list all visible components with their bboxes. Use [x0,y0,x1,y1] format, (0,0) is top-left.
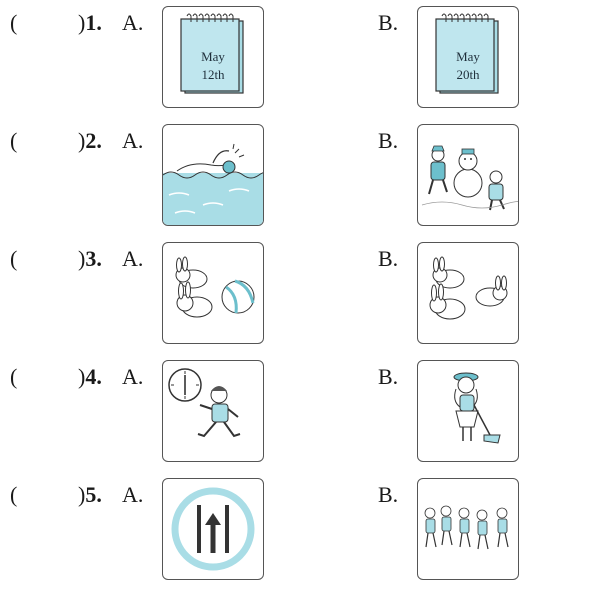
calendar-day: 12th [201,67,225,82]
question-row-3: ( )3. A. B. [0,236,590,344]
three-rabbits-picture [429,256,508,320]
answer-blank[interactable]: ( [10,482,18,507]
two-rabbits-ball-picture [175,256,255,318]
question-row-5: ( )5. A. B. [0,472,590,580]
answer-blank[interactable]: ( [10,10,18,35]
question-row-4: ( )4. A. B. [0,354,590,462]
girl-running-clock-picture [168,368,241,438]
option-a-picture[interactable] [162,242,264,344]
option-b-label: B. [378,128,399,153]
question-row-1: ( )1. A. May 12th B. May 20th [0,0,590,108]
option-a-picture[interactable] [162,360,264,462]
option-a-picture[interactable]: May 12th [162,6,264,108]
option-a-label: A. [122,128,144,153]
option-a-label: A. [122,10,144,35]
question-number: )2. [78,128,102,153]
question-number: )3. [78,246,102,271]
question-number: )5. [78,482,102,507]
option-b-picture[interactable] [417,124,519,226]
option-b-label: B. [378,482,399,507]
girl-sweeping-picture [453,372,501,444]
calendar-icon [435,13,499,94]
option-b-picture[interactable] [417,242,519,344]
children-line-picture [424,505,509,550]
option-b-picture[interactable]: May 20th [417,6,519,108]
answer-blank[interactable]: ( [10,364,18,389]
option-b-picture[interactable] [417,478,519,580]
option-a-label: A. [122,482,144,507]
question-row-2: ( )2. A. B. [0,118,590,226]
option-a-picture[interactable] [162,124,264,226]
snowman-kids-picture [421,145,518,211]
one-way-sign-picture [171,487,255,571]
option-b-picture[interactable] [417,360,519,462]
option-b-label: B. [378,10,399,35]
question-number: )1. [78,10,102,35]
answer-blank[interactable]: ( [10,246,18,271]
calendar-month: May [201,49,225,64]
option-b-label: B. [378,246,399,271]
option-a-label: A. [122,364,144,389]
option-b-label: B. [378,364,399,389]
calendar-icon [180,13,244,94]
calendar-day: 20th [456,67,480,82]
question-number: )4. [78,364,102,389]
calendar-month: May [456,49,480,64]
option-a-picture[interactable] [162,478,264,580]
option-a-label: A. [122,246,144,271]
answer-blank[interactable]: ( [10,128,18,153]
swimmer-picture [163,143,263,225]
